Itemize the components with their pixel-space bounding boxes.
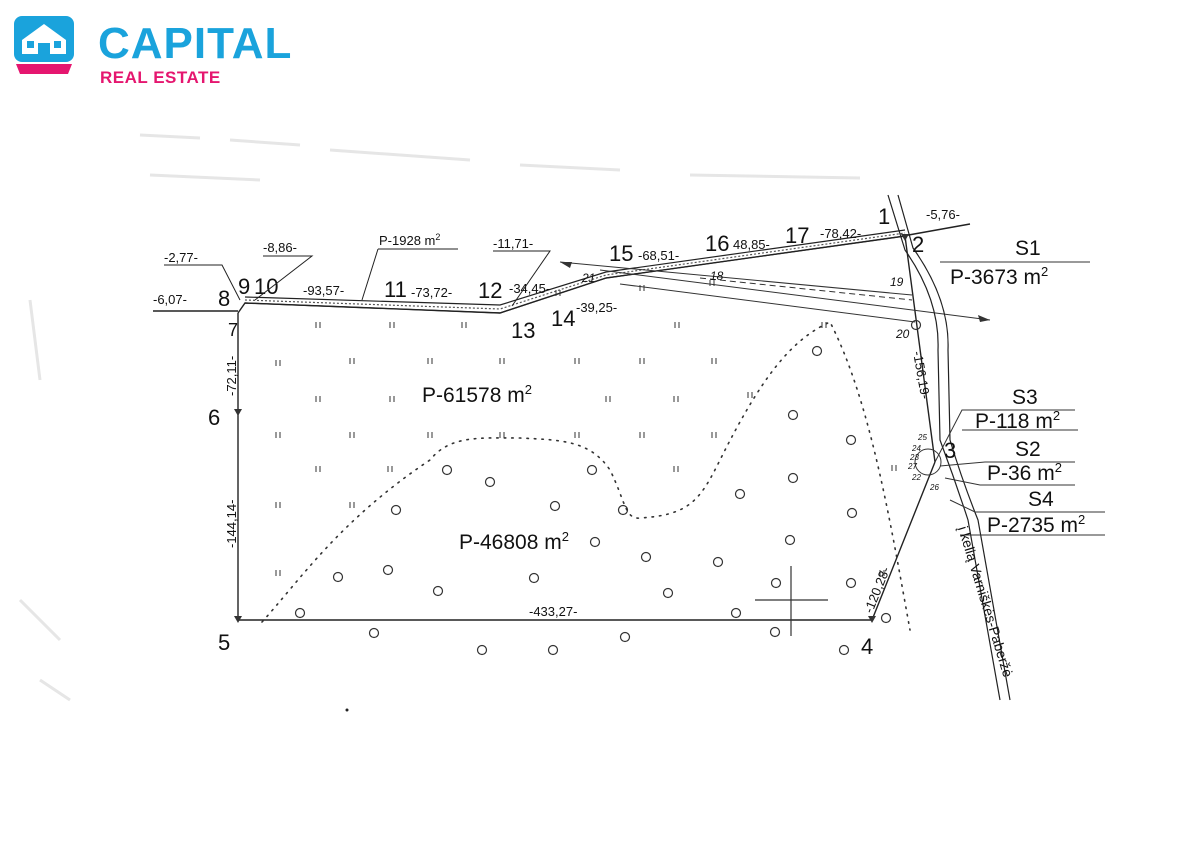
- scan-shadow-marks: [18, 133, 861, 702]
- point-27: 27: [907, 462, 917, 471]
- point-26: 26: [929, 483, 939, 492]
- dim-9-top: -2,77-: [164, 250, 198, 265]
- scan-dot: [345, 708, 349, 712]
- point-18: 18: [710, 269, 724, 283]
- road-label: į kelią Varniškės-Paberžė: [955, 524, 1016, 679]
- dim-12-top: -11,71-: [493, 236, 533, 251]
- point-2: 2: [912, 232, 924, 257]
- dim-6-7: -72,11-: [224, 356, 239, 396]
- area-s4-value: P-2735 m2: [987, 512, 1085, 537]
- point-23: 23: [909, 453, 919, 462]
- house-logo-icon: [14, 16, 74, 74]
- point-25: 25: [917, 433, 927, 442]
- point-8: 8: [218, 286, 230, 311]
- brand-logo: CAPITAL REAL ESTATE: [14, 14, 291, 87]
- road-lines: [887, 194, 1011, 701]
- point-9: 9: [238, 274, 250, 299]
- grass-marks: [275, 280, 897, 576]
- dim-12-14: -34,45-: [509, 281, 550, 296]
- point-15: 15: [609, 241, 633, 266]
- area-s1-value: P-3673 m2: [950, 264, 1048, 289]
- point-20: 20: [895, 327, 910, 341]
- brand-name: CAPITAL: [98, 19, 293, 68]
- area-s1-label: S1: [1015, 237, 1041, 260]
- area-strip-label: P-1928 m2: [379, 232, 440, 248]
- dim-5-6: -144,14-: [224, 500, 239, 548]
- brand-tagline: REAL ESTATE: [100, 68, 221, 87]
- dim-leaders: [164, 248, 551, 307]
- forest-boundary: [261, 320, 911, 631]
- area-s2-value: P-36 m2: [987, 460, 1062, 485]
- dim-10-top: -8,86-: [263, 240, 297, 255]
- point-17: 17: [785, 223, 809, 248]
- dim-10-11: -93,57-: [303, 283, 344, 298]
- point-4: 4: [861, 634, 873, 659]
- tree-markers: [294, 319, 922, 656]
- area-forest-label: P-46808 m2: [459, 529, 569, 554]
- small-plots-near-3: [914, 261, 1105, 536]
- dim-2-3: -156,19-: [910, 350, 933, 400]
- s1-arrows: [560, 262, 990, 322]
- area-s3-value: P-118 m2: [975, 408, 1060, 433]
- point-22: 22: [911, 473, 921, 482]
- point-5: 5: [218, 630, 230, 655]
- point-21: 21: [581, 271, 595, 285]
- dim-16-17: 48,85-: [733, 237, 770, 252]
- point-24: 24: [911, 444, 921, 453]
- point-6: 6: [208, 405, 220, 430]
- strip-hatch: [244, 229, 906, 314]
- point-markers: [234, 234, 909, 623]
- dim-11-12: -73,72-: [411, 285, 452, 300]
- grid-crosshair: [755, 566, 828, 636]
- dim-8-left: -6,07-: [153, 292, 187, 307]
- point-14: 14: [551, 306, 575, 331]
- point-13: 13: [511, 318, 535, 343]
- point-12: 12: [478, 278, 502, 303]
- dim-2-top: -5,76-: [926, 207, 960, 222]
- point-10: 10: [254, 274, 278, 299]
- point-7: 7: [228, 320, 238, 340]
- dim-17-1: -78,42-: [820, 226, 861, 241]
- point-11: 11: [384, 277, 407, 302]
- point-19: 19: [890, 275, 904, 289]
- area-main-label: P-61578 m2: [422, 382, 532, 407]
- s1-servitude-lines: [559, 261, 991, 323]
- area-s2-label: S2: [1015, 438, 1041, 461]
- point-1: 1: [878, 204, 890, 229]
- point-16: 16: [705, 231, 729, 256]
- dim-4-5: -433,27-: [529, 604, 577, 619]
- area-s4-label: S4: [1028, 488, 1054, 511]
- dim-3-4: -120,28-: [861, 565, 893, 616]
- dim-14-15: -39,25-: [576, 300, 617, 315]
- area-s3-label: S3: [1012, 386, 1038, 409]
- point-3: 3: [944, 438, 956, 463]
- dim-15-16: -68,51-: [638, 248, 679, 263]
